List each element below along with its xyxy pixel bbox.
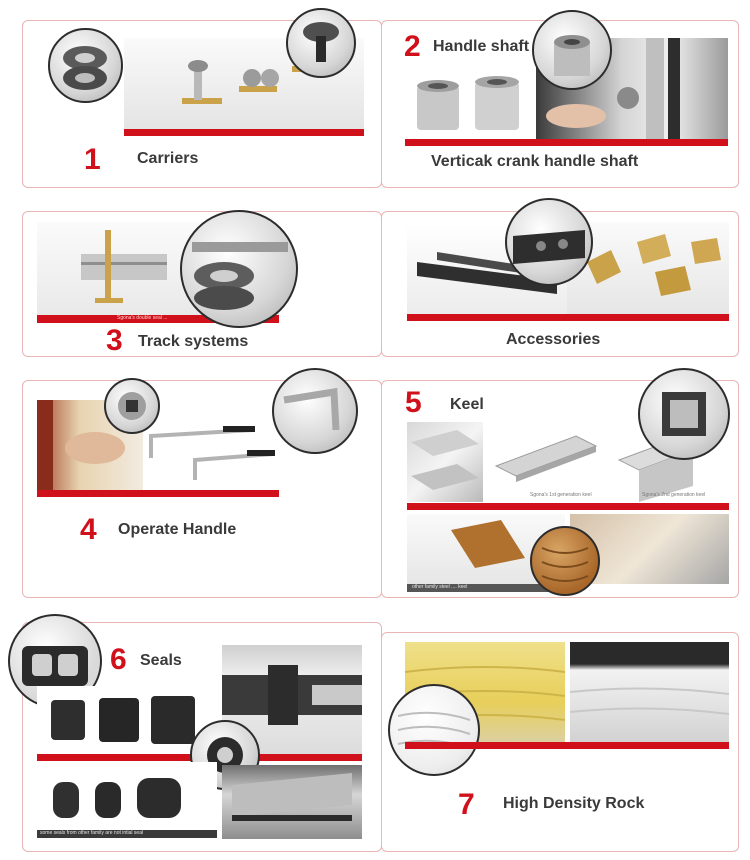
keel-photo-1 <box>407 422 483 502</box>
keel-number: 5 <box>405 386 422 419</box>
seal-frame-illustration <box>232 773 352 821</box>
seals-label: Seals <box>140 652 182 669</box>
fiber-icon <box>397 711 471 749</box>
operate-handle-zoom-left <box>104 378 160 434</box>
roller-icon <box>63 46 107 90</box>
operate-handle-redbar <box>37 490 279 497</box>
operate-handle-zoom-right <box>272 368 358 454</box>
seal-profile-icon <box>22 646 88 686</box>
handle-tip-icon <box>283 387 340 431</box>
seal-track-illustration <box>222 665 362 725</box>
track-illustration <box>81 230 167 303</box>
accessories-redbar <box>407 314 729 321</box>
track-label: Track systems <box>138 333 249 350</box>
seals-number: 6 <box>110 643 127 676</box>
accessories-label: Accessories <box>506 331 601 348</box>
keel-cross-section-icon <box>662 392 706 436</box>
track-photo-caption: Sgona's double seal ... <box>117 315 168 321</box>
wood-keel-illustration <box>451 520 525 568</box>
handle-shaft-redbar <box>405 139 728 146</box>
operate-handle-label: Operate Handle <box>118 521 237 538</box>
seals-photo-top-left <box>37 686 217 754</box>
seals-photo-bottom-right <box>222 765 362 839</box>
rock-board-illustration <box>570 687 729 715</box>
keel-caption-1: Sgona's 1st generation keel <box>530 492 592 498</box>
plate-icon <box>513 230 585 264</box>
rock-label: High Density Rock <box>503 795 645 812</box>
keel-redbar-top <box>407 503 729 510</box>
other-seals-illustration <box>53 778 181 818</box>
shaft-icon <box>554 35 590 76</box>
rock-zoom <box>388 684 480 776</box>
window-frame-illustration <box>546 38 680 139</box>
track-number: 3 <box>106 324 123 357</box>
seal-pieces-illustration <box>51 696 195 744</box>
operate-handle-photo-right <box>143 400 279 490</box>
handle-shaft-sublabel: Verticak crank handle shaft <box>431 153 639 170</box>
hand-illustration <box>37 400 125 490</box>
carriers-number: 1 <box>84 143 101 176</box>
crank-handle-illustration <box>149 426 275 480</box>
rack-illustration <box>417 252 557 294</box>
carriers-redbar <box>124 129 364 136</box>
socket-icon <box>118 392 146 420</box>
roller-icon <box>303 22 339 62</box>
keel-profile-1-illustration <box>494 435 598 482</box>
track-caption-bar <box>37 315 279 323</box>
rock-photo-right <box>570 642 729 742</box>
keel-caption-2: Sgona's 2nd generation keel <box>642 492 706 498</box>
keel-caption-3: other family steel .... keel <box>412 584 468 590</box>
operate-handle-number: 4 <box>80 513 97 546</box>
accessories-photo-right <box>567 222 729 314</box>
wood-grain-icon <box>541 547 589 582</box>
accessories-zoom <box>505 198 593 286</box>
keel-photo-2 <box>486 422 610 502</box>
keel-label: Keel <box>450 396 484 413</box>
seals-photo-caption: some seals from other family are not int… <box>40 830 144 836</box>
keel-stack-illustration <box>411 430 479 490</box>
keel-zoom-bottom <box>530 526 600 596</box>
track-roller-icon <box>192 242 288 310</box>
seals-photo-bottom-left <box>37 762 217 830</box>
track-zoom <box>180 210 298 328</box>
keel-caption-bar <box>407 584 565 592</box>
handle-shaft-number: 2 <box>404 30 421 63</box>
handle-shaft-zoom <box>532 10 612 90</box>
keel-zoom-top <box>638 368 730 460</box>
seals-caption-bar <box>37 830 217 838</box>
brackets-illustration <box>587 234 721 296</box>
handle-shaft-label: Handle shaft <box>433 38 530 55</box>
carriers-zoom-left <box>48 28 123 103</box>
carriers-label: Carriers <box>137 150 199 167</box>
shaft-sleeve-illustration <box>417 76 519 130</box>
rock-number: 7 <box>458 788 475 821</box>
handle-shaft-photo-left <box>405 64 530 139</box>
rock-redbar <box>405 742 729 749</box>
carriers-zoom-right <box>286 8 356 78</box>
